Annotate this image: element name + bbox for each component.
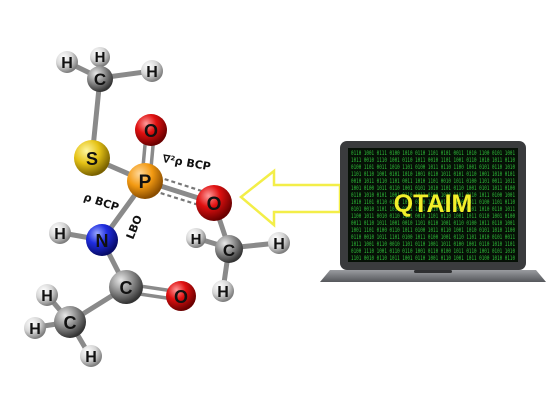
svg-text:O: O xyxy=(144,121,158,141)
atom-h7: H xyxy=(49,222,71,244)
svg-text:H: H xyxy=(54,226,66,243)
annotation-lbo: LBO xyxy=(124,213,145,241)
atom-h2: H xyxy=(90,47,110,67)
laptop-base xyxy=(320,270,546,282)
atom-o-double: O xyxy=(135,114,167,146)
svg-text:H: H xyxy=(85,349,97,366)
atom-o-carbonyl: O xyxy=(166,281,196,311)
atoms: H H C H S O P O H C H H H N C O H C H H xyxy=(24,47,290,367)
atom-h6: H xyxy=(212,280,234,302)
atom-c3: C xyxy=(109,270,143,304)
atom-c2: C xyxy=(215,235,243,263)
laptop: 0110 1001 0111 0100 1010 0110 1101 0101 … xyxy=(320,141,546,282)
svg-text:C: C xyxy=(64,313,77,333)
atom-h3: H xyxy=(141,60,163,82)
binary-line: 0010 1011 0110 1101 0011 1010 1101 0010 … xyxy=(351,178,515,185)
laptop-screen xyxy=(348,148,518,262)
binary-line: 1001 0100 1011 0110 1001 0101 1010 1101 … xyxy=(351,185,515,192)
atom-s: S xyxy=(74,140,110,176)
atom-o-ester: O xyxy=(196,185,232,221)
atom-h4: H xyxy=(186,228,206,248)
svg-text:H: H xyxy=(273,236,285,253)
hollow-arrow xyxy=(239,168,342,228)
atom-h10: H xyxy=(80,345,102,367)
svg-text:H: H xyxy=(191,231,202,248)
binary-line: 0011 0110 1011 1001 0010 1101 0110 1001 … xyxy=(351,220,515,227)
svg-text:H: H xyxy=(217,284,229,301)
binary-line: 1010 1101 0110 0101 1011 0100 1011 0101 … xyxy=(351,199,515,206)
binary-line: 0100 1101 0011 1010 1101 0100 1011 0110 … xyxy=(351,164,515,171)
svg-text:H: H xyxy=(61,55,73,72)
svg-text:C: C xyxy=(94,70,106,89)
annotation-rho-bcp: ρ BCP xyxy=(82,190,120,214)
svg-text:C: C xyxy=(223,241,235,260)
binary-line: 1100 1011 0010 0110 1101 0010 1101 0110 … xyxy=(351,213,515,220)
annotation-nabla-rho-bcp: ∇²ρ BCP xyxy=(161,152,211,173)
binary-line: 1011 1001 0110 0010 1101 0110 1001 1011 … xyxy=(351,241,515,248)
atom-c4: C xyxy=(54,306,86,338)
svg-text:P: P xyxy=(139,172,152,193)
atom-n: N xyxy=(86,224,118,256)
svg-text:N: N xyxy=(96,231,109,251)
binary-line: 0101 0010 1101 1010 0101 1011 0010 1101 … xyxy=(351,206,515,213)
bond-path-dashed-2 xyxy=(153,189,203,208)
binary-line: 1101 0010 0110 1011 1001 0110 1001 0110 … xyxy=(351,255,515,262)
binary-line: 0110 0010 1011 1101 0100 1011 0100 1001 … xyxy=(351,234,515,241)
binary-line: 0110 1010 0101 1001 0110 1011 0100 1010 … xyxy=(351,192,515,199)
screen-binary: 0110 1001 0111 0100 1010 0110 1101 0101 … xyxy=(351,150,515,262)
binary-line: 0110 1001 0111 0100 1010 0110 1101 0101 … xyxy=(351,150,515,157)
laptop-hinge-notch xyxy=(414,270,452,273)
binary-line: 0100 1110 1001 0110 0110 1001 0110 0100 … xyxy=(351,248,515,255)
svg-text:O: O xyxy=(207,194,222,215)
binary-line: 1011 0010 1110 1001 0110 1011 0010 1101 … xyxy=(351,157,515,164)
svg-text:S: S xyxy=(86,149,98,169)
atom-h5: H xyxy=(268,232,290,254)
bond-path-dashed xyxy=(157,175,206,194)
atom-c1: C xyxy=(87,66,113,92)
svg-text:O: O xyxy=(174,287,188,307)
atom-h1: H xyxy=(56,51,78,73)
svg-text:H: H xyxy=(95,49,106,66)
svg-text:H: H xyxy=(29,321,41,338)
atom-h9: H xyxy=(24,317,46,339)
svg-text:C: C xyxy=(120,278,133,298)
svg-text:H: H xyxy=(41,288,53,305)
binary-line: 1101 0110 1001 0101 1010 1001 0110 1011 … xyxy=(351,171,515,178)
svg-text:H: H xyxy=(146,64,158,81)
atom-h8: H xyxy=(36,284,58,306)
binary-line: 1001 1101 0100 0110 1011 0100 1011 0110 … xyxy=(351,227,515,234)
atom-p: P xyxy=(127,163,163,199)
screen-title: QTAIM xyxy=(394,190,473,218)
